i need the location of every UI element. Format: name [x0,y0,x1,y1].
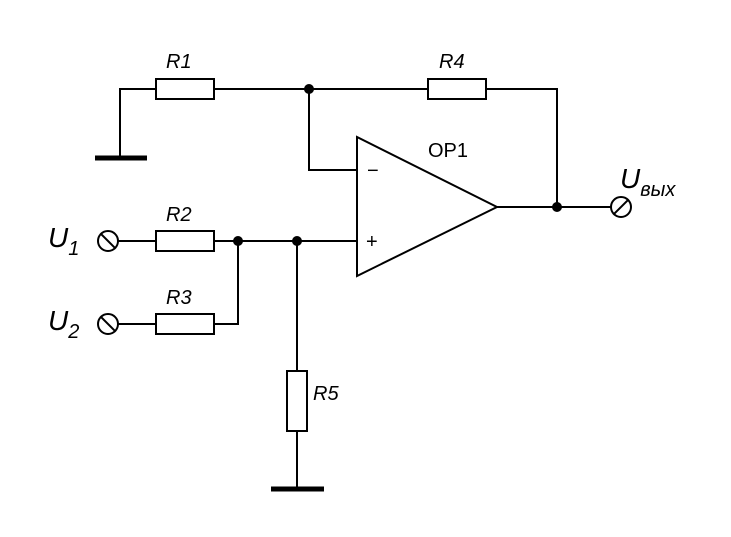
junction-output [552,202,562,212]
resistor-r5 [286,370,308,432]
resistor-label-r1: R1 [166,51,192,73]
input-terminal-u2 [97,313,119,335]
wire-to-inverting-input [308,88,358,171]
resistor-r2 [155,230,215,252]
resistor-label-r2: R2 [166,204,192,226]
wire-r3-to-summing [213,240,239,325]
inverting-sign: − [367,160,379,182]
noninverting-sign: + [366,231,378,253]
ground-symbol-top [95,88,147,161]
input-terminal-u1 [97,230,119,252]
resistor-r3 [155,313,215,335]
resistor-label-r4: R4 [439,51,465,73]
input-voltage-label-u2: U2 [48,305,79,343]
op-amp-triangle [356,135,500,278]
input-voltage-label-u1: U1 [48,222,79,260]
op-amp-label: OP1 [428,140,468,162]
output-terminal [610,196,632,218]
resistor-r4 [427,78,487,100]
resistor-label-r3: R3 [166,287,192,309]
resistor-label-r5: R5 [313,383,339,405]
output-voltage-label: Uвых [620,163,676,201]
resistor-r1 [155,78,215,100]
